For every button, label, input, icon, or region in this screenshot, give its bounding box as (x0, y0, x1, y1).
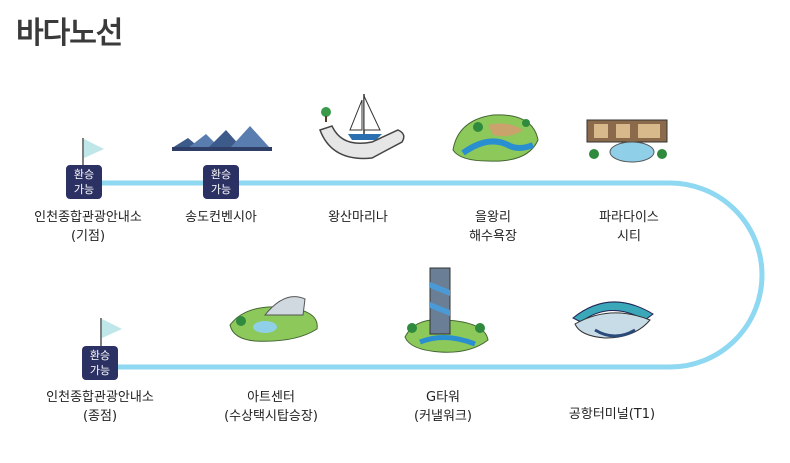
paradise-city-icon (586, 119, 668, 163)
g-tower-icon (404, 267, 489, 353)
stop-label: 파라다이스 시티 (599, 210, 659, 244)
stop-label: 공항터미널(T1) (568, 407, 656, 422)
stop-label: 인천종합관광안내소 (종점) (46, 390, 154, 424)
art-center-icon (229, 296, 318, 342)
transfer-badge: 환승 가능 (203, 165, 239, 199)
page-title: 바다노선 (16, 16, 123, 51)
transfer-badge: 환승 가능 (82, 346, 118, 380)
convensia-building-icon (172, 126, 272, 151)
stop-label: 인천종합관광안내소 (기점) (34, 210, 142, 244)
stop-label: 송도컨벤시아 (185, 210, 257, 225)
transfer-badge: 환승 가능 (66, 165, 102, 199)
stop-label: G타워 (커낼워크) (414, 390, 472, 424)
stop-label: 아트센터 (수상택시탑승장) (224, 390, 318, 424)
stop-label: 왕산마리나 (328, 210, 388, 225)
beach-island-icon (452, 114, 539, 162)
stop-label: 을왕리 해수욕장 (469, 210, 517, 244)
airport-terminal-icon (572, 301, 654, 339)
marina-sailboat-icon (319, 94, 405, 160)
